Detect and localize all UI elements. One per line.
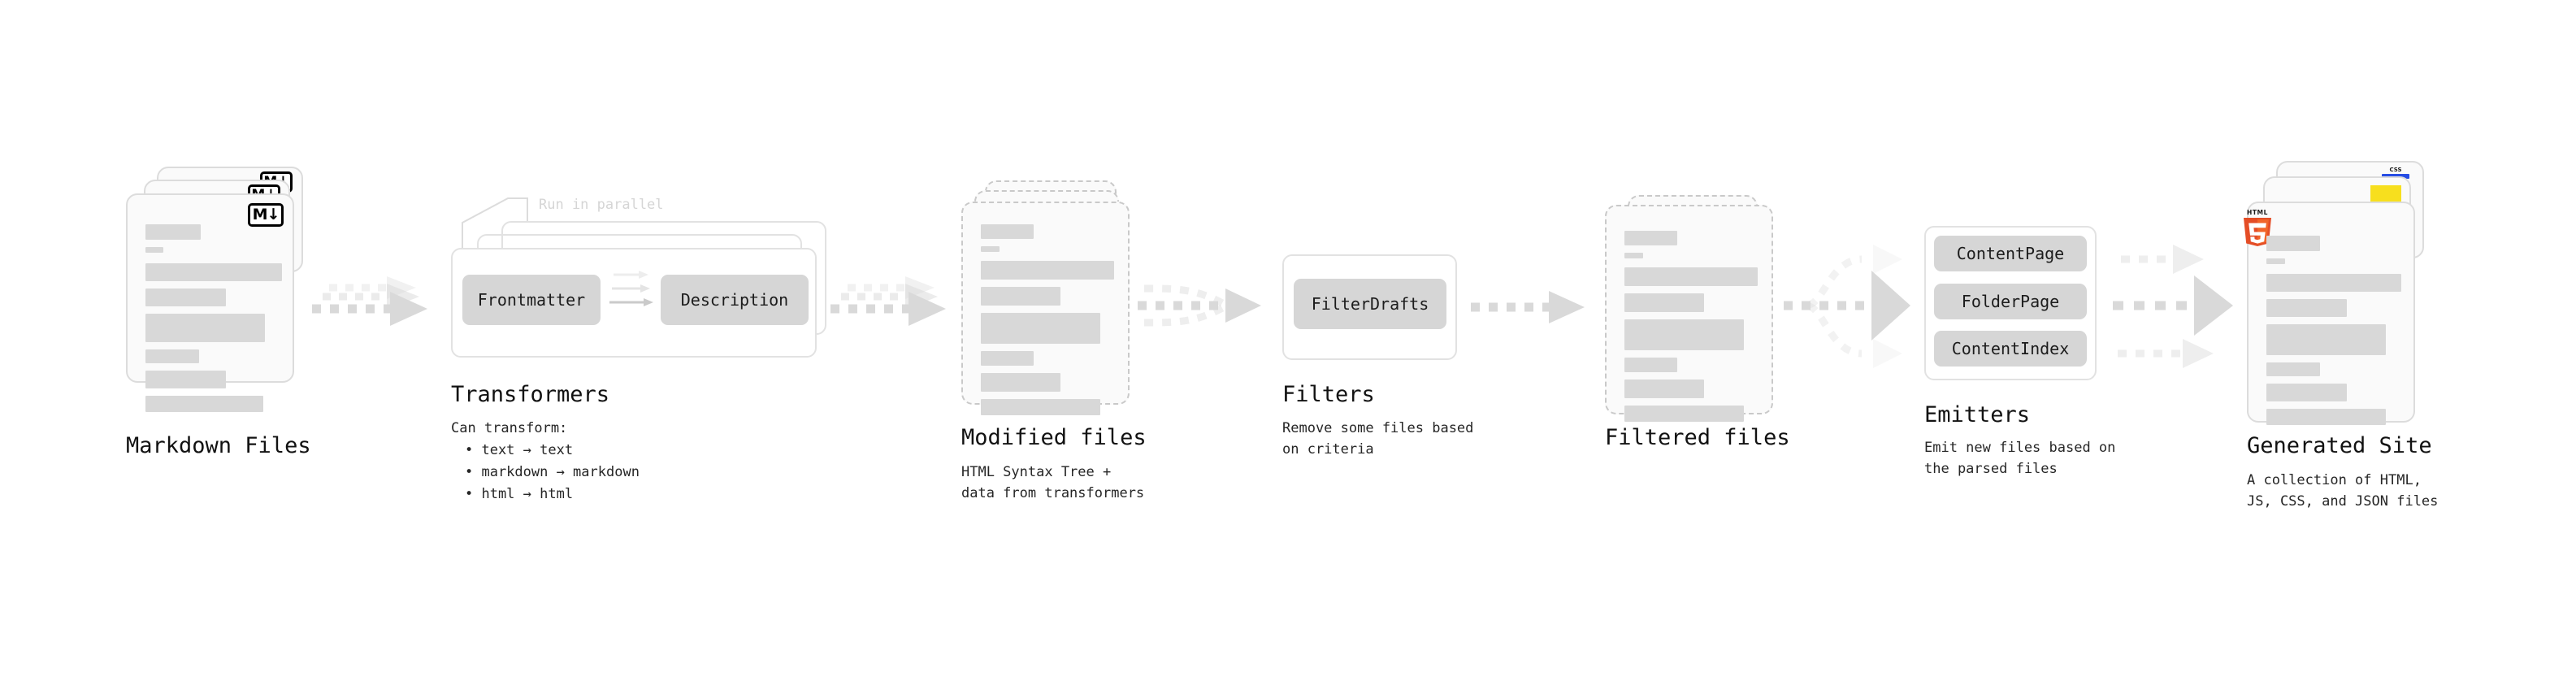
filters-chip-filterdrafts[interactable]: FilterDrafts	[1294, 279, 1446, 329]
stage-title-modified-files: Modified files	[961, 425, 1147, 450]
filtered-files-stack	[1605, 195, 1784, 422]
filters-caption: Remove some files based on criteria	[1282, 420, 1474, 458]
markdown-badge-icon: M↓	[248, 203, 284, 227]
js-badge-icon	[2370, 185, 2401, 202]
transformer-chip-description[interactable]: Description	[661, 275, 809, 325]
markdown-files-stack: M↓ M↓ M↓	[126, 167, 305, 412]
stage-title-emitters: Emitters	[1924, 402, 2031, 427]
connector-emitters-to-site	[2113, 238, 2267, 376]
transformers-bullet-2: • html → html	[465, 486, 574, 502]
html5-badge-icon: HTML	[2240, 207, 2275, 246]
emitters-chip-contentindex[interactable]: ContentIndex	[1934, 331, 2087, 367]
site-sheet-front: HTML	[2244, 202, 2415, 425]
stage-title-filtered-files: Filtered files	[1605, 425, 1790, 450]
stage-title-markdown-files: Markdown Files	[126, 433, 311, 458]
connector-markdown-to-transformers	[309, 276, 447, 333]
modified-files-caption: HTML Syntax Tree + data from transformer…	[961, 464, 1145, 502]
transformers-group: Run in parallel Frontmatter Description	[443, 187, 826, 366]
site-placeholder-lines	[2266, 236, 2401, 432]
css-badge-label: CSS	[2389, 167, 2402, 173]
connector-modified-to-filters	[1138, 272, 1284, 337]
generated-site-caption: A collection of HTML, JS, CSS, and JSON …	[2247, 472, 2439, 510]
transformer-chip-frontmatter[interactable]: Frontmatter	[462, 275, 601, 325]
markdown-placeholder-lines	[145, 224, 282, 419]
transformers-caption: Can transform:	[451, 420, 568, 436]
stage-title-generated-site: Generated Site	[2247, 433, 2432, 458]
generated-site-stack: CSS HTML	[2244, 161, 2442, 425]
connector-filters-to-filtered	[1471, 291, 1601, 323]
transformers-bullet-1: • markdown → markdown	[465, 464, 640, 480]
emitters-chip-contentpage[interactable]: ContentPage	[1934, 236, 2087, 271]
transformers-bullet-0: • text → text	[465, 442, 574, 458]
filtered-sheet-front	[1605, 205, 1773, 422]
modified-sheet-front	[961, 202, 1130, 415]
modified-files-stack	[961, 180, 1140, 416]
transformer-inner-arrows	[609, 271, 653, 306]
connector-filtered-to-emitters	[1784, 238, 1930, 376]
markdown-sheet-front: M↓	[126, 193, 294, 412]
emitters-caption: Emit new files based on the parsed files	[1924, 440, 2116, 478]
run-in-parallel-label: Run in parallel	[539, 197, 664, 213]
run-in-parallel-bracket	[462, 197, 528, 252]
filtered-placeholder-lines	[1624, 231, 1758, 429]
stage-title-filters: Filters	[1282, 382, 1375, 407]
stage-title-transformers: Transformers	[451, 382, 610, 407]
emitters-chip-folderpage[interactable]: FolderPage	[1934, 284, 2087, 319]
svg-text:HTML: HTML	[2247, 209, 2268, 216]
modified-placeholder-lines	[981, 224, 1114, 423]
connector-transformers-to-modified	[827, 276, 965, 333]
